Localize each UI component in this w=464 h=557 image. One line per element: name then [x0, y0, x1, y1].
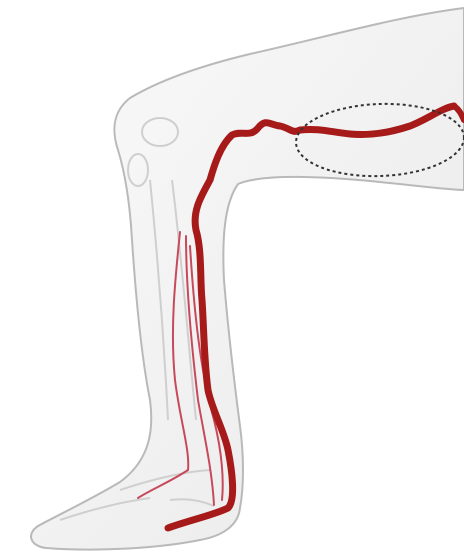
leg-outline-icon — [31, 8, 464, 550]
